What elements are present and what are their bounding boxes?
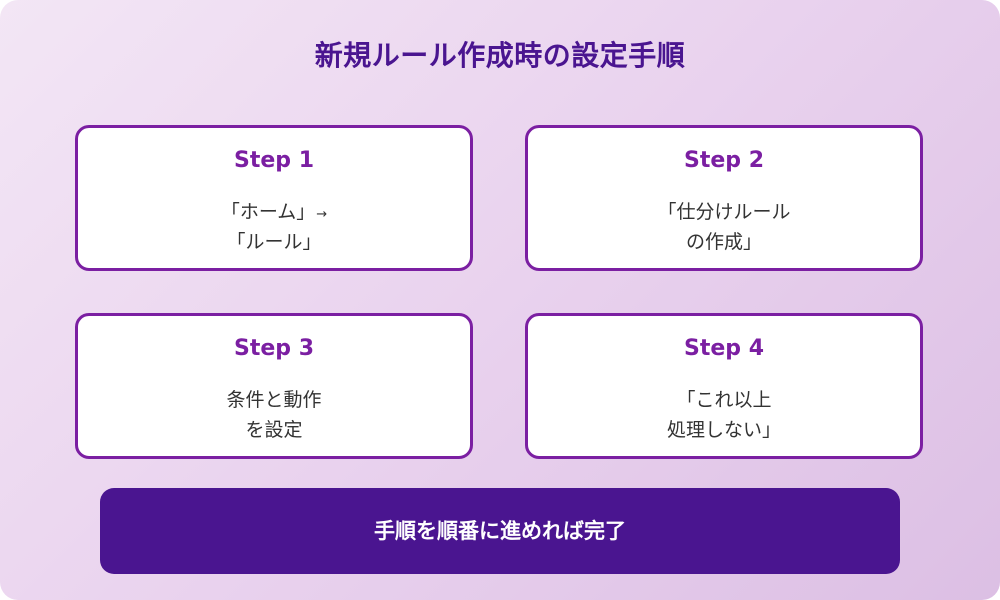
completion-banner: 手順を順番に進めれば完了 <box>100 488 900 574</box>
step-3-desc-line2: を設定 <box>245 419 303 441</box>
step-2-desc-line2: の作成」 <box>685 231 762 253</box>
step-3-title: Step 3 <box>234 336 314 361</box>
arrow-icon: → <box>316 207 328 222</box>
step-4-desc-line2: 処理しない」 <box>666 419 781 441</box>
step-card-3: Step 3 条件と動作 を設定 <box>75 313 473 459</box>
diagram-title: 新規ルール作成時の設定手順 <box>314 39 686 72</box>
step-card-2: Step 2 「仕分けルール の作成」 <box>525 125 923 271</box>
step-1-desc-line2: 「ルール」 <box>226 231 322 253</box>
step-4-title: Step 4 <box>684 336 764 361</box>
step-card-1: Step 1 「ホーム」→ 「ルール」 <box>75 125 473 271</box>
step-4-desc-line1: 「これ以上 <box>676 389 772 411</box>
step-1-desc-line1: 「ホーム」→ <box>78 197 470 224</box>
step-2-desc-line1: 「仕分けルール <box>657 201 791 223</box>
step-3-desc-line1: 条件と動作 <box>226 389 322 411</box>
step-1-title: Step 1 <box>234 148 314 173</box>
step-2-title: Step 2 <box>684 148 764 173</box>
step-card-4: Step 4 「これ以上 処理しない」 <box>525 313 923 459</box>
step-1-desc-text: 「ホーム」 <box>220 201 316 223</box>
